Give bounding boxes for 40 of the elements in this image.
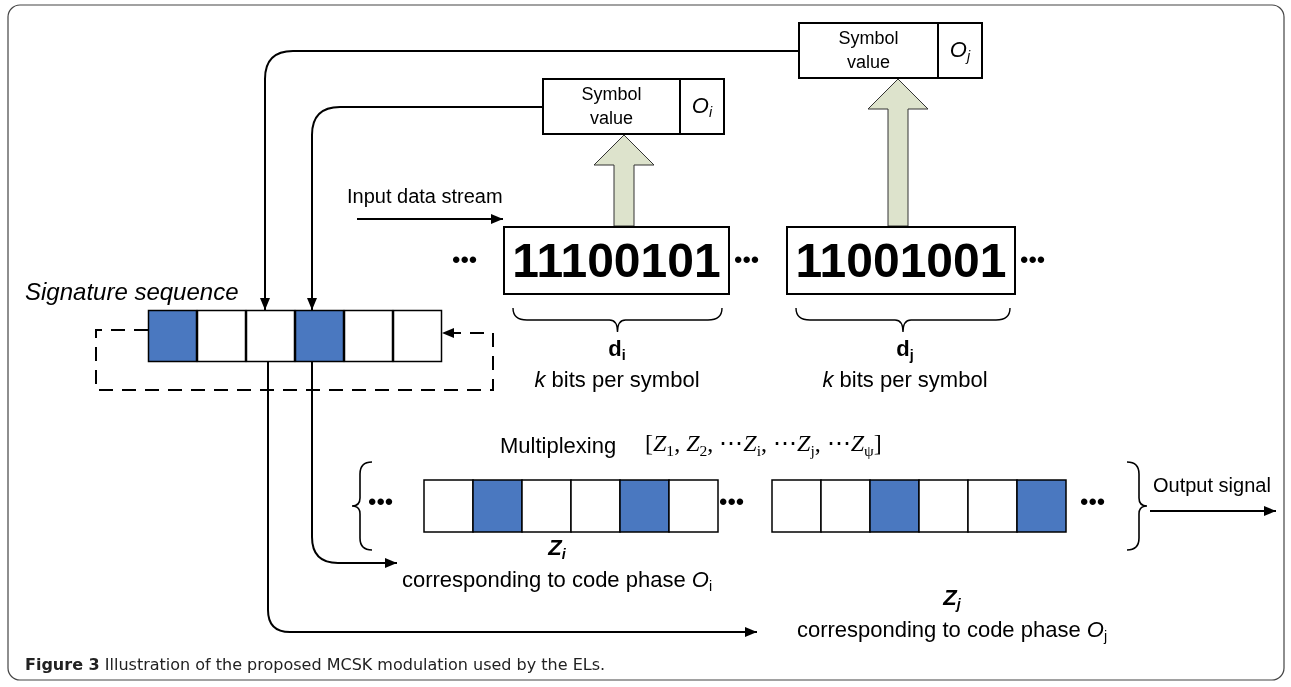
ellipsis: ••• <box>1080 488 1106 516</box>
arrow <box>1149 506 1277 516</box>
multiplexing-label: Multiplexing <box>500 433 617 459</box>
arrow <box>356 214 504 224</box>
phase-symbol: O$_{j}$ <box>949 36 971 65</box>
ellipsis: ••• <box>1020 246 1046 274</box>
symbol-value-box <box>542 78 725 135</box>
edge-label: Output signal <box>1153 474 1271 497</box>
ellipsis: ••• <box>368 488 394 516</box>
sequence-symbol: Z$_{i}$ <box>546 534 567 564</box>
block-arrow <box>867 78 929 227</box>
edge-label: Input data stream <box>347 185 503 208</box>
symbol-value-box <box>798 22 983 79</box>
ellipsis: ••• <box>734 246 760 274</box>
ellipsis: ••• <box>719 488 745 516</box>
sequence-set-formula: [Z$_{1}$, Z$_{2}$, ⋯Z$_{i}$, ⋯Z$_{j}$, ⋯Z$_{ψ}$] <box>645 429 882 457</box>
bit-string: 11001001 <box>795 236 1007 285</box>
box-label: Symbol value <box>580 83 643 130</box>
arrow <box>307 106 543 311</box>
signature-sequence-register <box>148 310 442 362</box>
feedback-loop-arrow <box>95 328 494 391</box>
ellipsis: ••• <box>452 246 478 274</box>
data-symbol-name: d$_{j}$ <box>896 336 914 362</box>
arrow <box>267 361 758 637</box>
bit-string: 11100101 <box>512 236 721 285</box>
sequence-symbol: Z$_{j}$ <box>941 584 962 614</box>
sequence-description: corresponding to code phase O$_{j}$ <box>795 615 1109 646</box>
data-symbol-name: d$_{i}$ <box>608 336 626 362</box>
bits-note: k bits per symbol <box>534 367 700 393</box>
block-arrow <box>593 134 655 227</box>
sequence-description: corresponding to code phase O$_{i}$ <box>400 565 714 596</box>
arrow <box>260 50 799 311</box>
register-caption: Signature sequence <box>25 278 239 306</box>
phase-symbol: O$_{i}$ <box>691 92 713 121</box>
figure-caption: Figure 3 Illustration of the proposed MCSK modulation used by the ELs. <box>25 655 606 674</box>
bit-group-box <box>503 226 730 295</box>
bits-note: k bits per symbol <box>822 367 988 393</box>
arrow <box>311 361 398 568</box>
box-label: Symbol value <box>837 27 900 74</box>
bit-group-box <box>786 226 1016 295</box>
